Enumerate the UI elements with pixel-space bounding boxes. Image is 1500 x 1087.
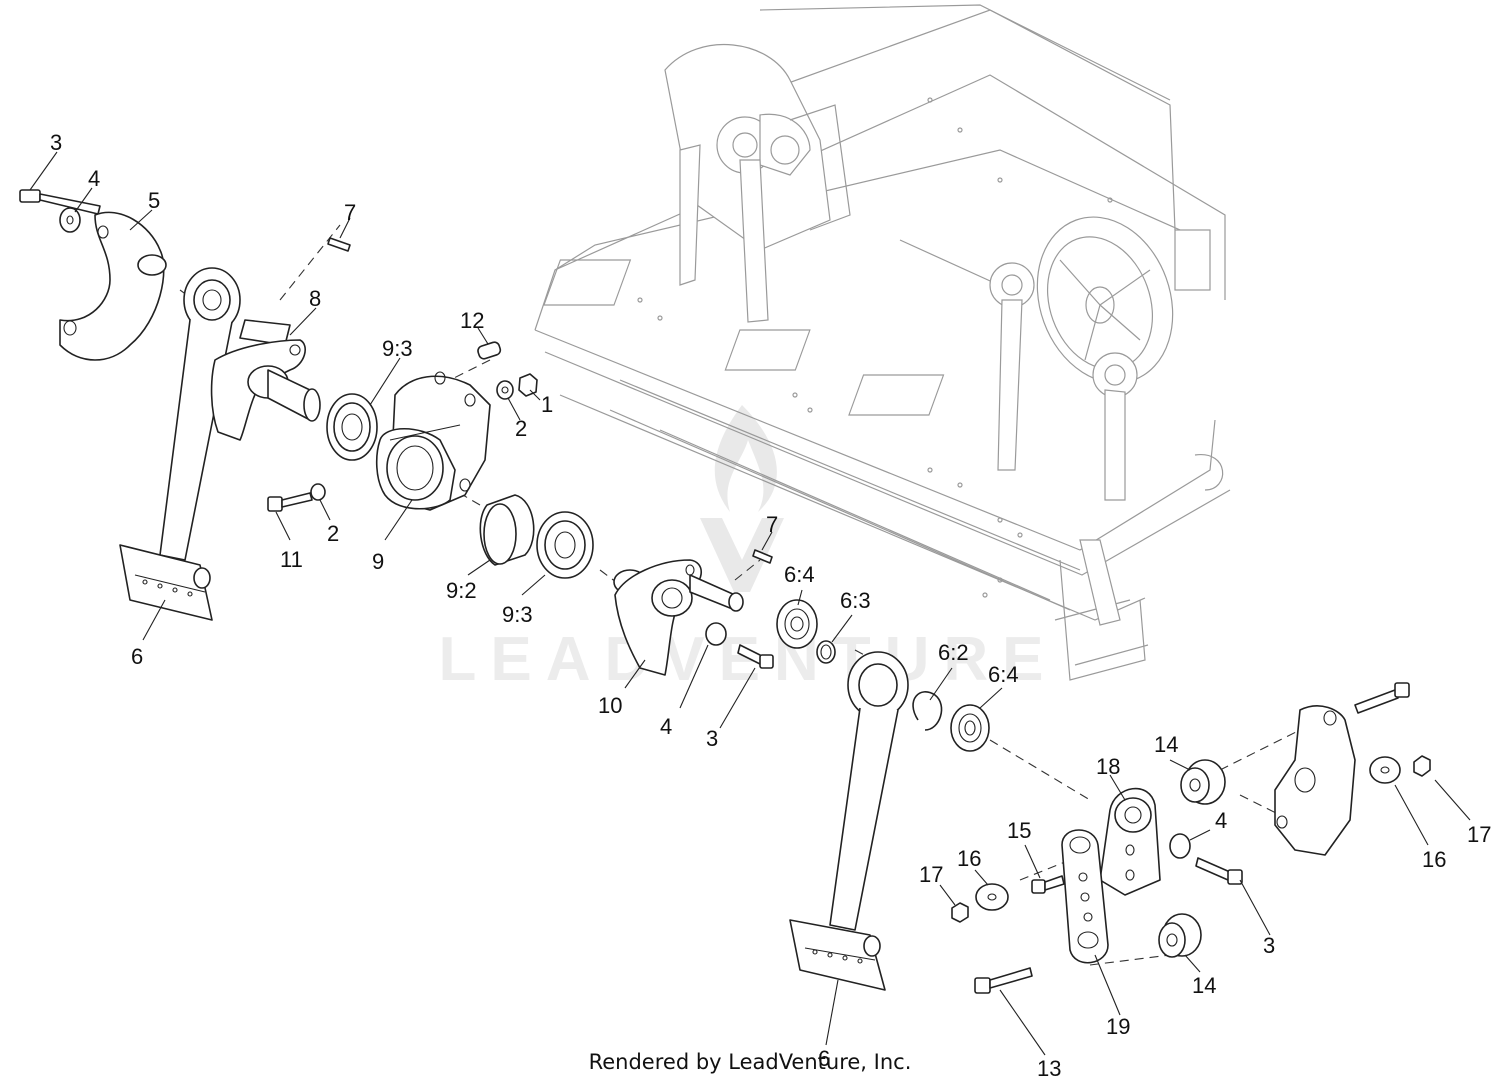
washer-part-2-top — [496, 380, 514, 400]
v-logo-icon — [700, 518, 784, 592]
nut-part-17-right — [1413, 755, 1431, 777]
housing-part-9 — [375, 371, 491, 511]
crank-part-8 — [210, 319, 321, 441]
washer-part-2-bottom — [310, 483, 326, 501]
callout-label: 19 — [1106, 1014, 1130, 1039]
callout-label: 3 — [1263, 933, 1275, 958]
leader-lines — [29, 151, 1471, 1056]
callout-label: 18 — [1096, 754, 1120, 779]
callout-label: 15 — [1007, 818, 1031, 843]
callout-label: 3 — [706, 726, 718, 751]
bearing-part-6-4-top — [776, 599, 818, 649]
bolt-part-3-left — [19, 189, 101, 215]
flame-logo-icon — [714, 405, 777, 512]
callout-label: 9:3 — [382, 336, 413, 361]
callout-label: 6:3 — [840, 588, 871, 613]
callout-label: 16 — [1422, 847, 1446, 872]
bolt-part-15 — [1031, 875, 1065, 894]
callout-label: 9 — [372, 549, 384, 574]
snap-ring-part-6-2 — [912, 691, 943, 731]
washer-part-4-right — [1169, 833, 1191, 859]
callout-label: 14 — [1154, 732, 1178, 757]
bearing-part-6-4-bottom — [950, 704, 990, 752]
callout-label: 6:4 — [784, 562, 815, 587]
bracket-part-5 — [59, 211, 167, 361]
plate-part-right — [1274, 705, 1356, 856]
callout-label: 4 — [660, 714, 672, 739]
bearing-part-9-3-bottom — [536, 511, 594, 579]
washer-part-4-mid — [705, 622, 727, 646]
idler-arm-part-6-right — [789, 651, 909, 991]
callout-label: 8 — [309, 286, 321, 311]
callout-label: 9:3 — [502, 602, 533, 627]
callout-label: 4 — [88, 166, 100, 191]
footer-credit: Rendered by LeadVenture, Inc. — [588, 1050, 912, 1074]
callout-label: 14 — [1192, 973, 1216, 998]
callout-label: 10 — [598, 693, 622, 718]
bolt-part-13 — [974, 967, 1033, 994]
bolt-part-top-right — [1354, 682, 1410, 714]
callout-label: 16 — [957, 846, 981, 871]
nut-part-1 — [518, 373, 538, 397]
callout-label: 3 — [50, 130, 62, 155]
callout-label: 12 — [460, 308, 484, 333]
callout-label: 17 — [919, 862, 943, 887]
callout-label: 1 — [541, 392, 553, 417]
bushing-part-9-2 — [479, 494, 535, 566]
washer-part-16-left — [975, 883, 1009, 911]
callout-label: 17 — [1467, 822, 1491, 847]
callout-label: 13 — [1037, 1056, 1061, 1081]
washer-part-16-right — [1369, 756, 1401, 784]
callout-label: 4 — [1215, 808, 1227, 833]
callout-label: 11 — [280, 547, 303, 572]
callout-label: 2 — [515, 416, 527, 441]
callout-label: 2 — [327, 521, 339, 546]
bolt-part-11 — [267, 492, 313, 512]
mount-part-18 — [1099, 787, 1161, 896]
callout-labels: 3 4 5 7 8 12 9:3 1 2 2 11 9 7 9:2 9:3 6 … — [50, 130, 1491, 1081]
pin-part-12 — [477, 341, 502, 360]
callout-label: 7 — [344, 200, 356, 225]
bolt-part-3-right — [1195, 857, 1243, 885]
callout-label: 6:2 — [938, 640, 969, 665]
callout-label: 9:2 — [446, 578, 477, 603]
link-part-19 — [1061, 829, 1109, 964]
ring-part-6-3 — [816, 640, 836, 664]
callout-label: 5 — [148, 188, 160, 213]
bearing-part-9-3-top — [326, 393, 378, 461]
callout-label: 6:4 — [988, 662, 1019, 687]
deck-frame-ghost — [534, 4, 1231, 681]
callout-label: 6 — [131, 644, 143, 669]
nut-part-17-left — [951, 902, 969, 923]
key-part-7-top — [327, 237, 351, 252]
crank-part-10 — [613, 559, 744, 676]
roller-part-14-bottom — [1158, 913, 1202, 958]
callout-label: 7 — [766, 512, 778, 537]
key-part-7-bottom — [752, 549, 773, 564]
washer-part-4-left — [59, 207, 81, 233]
bolt-part-3-mid — [737, 644, 774, 669]
callout-label: 6 — [818, 1046, 830, 1071]
roller-part-14-top — [1180, 759, 1226, 805]
